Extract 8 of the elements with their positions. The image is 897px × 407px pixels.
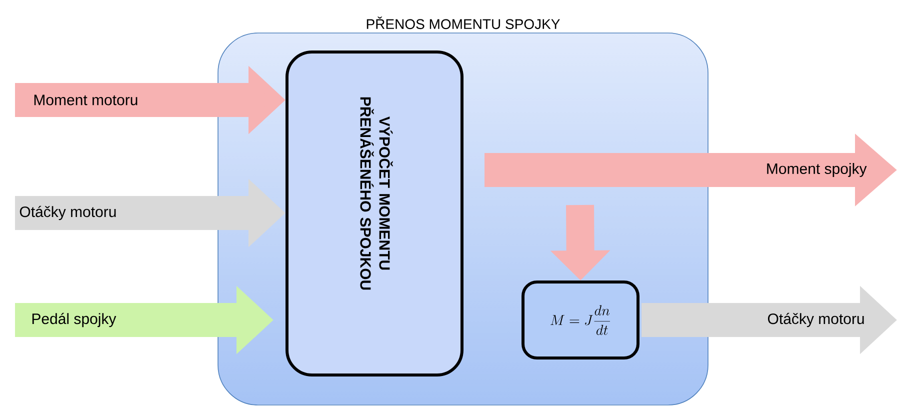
node-label: PŘENOS MOMENTU SPOJKY [366,16,560,30]
edge-label: Moment motoru [32,94,140,106]
process-box: VÝPOČET MOMENTU PŘENÁŠENÉHO SPOJKOU [286,50,464,376]
edge-label: Pedál spojky [30,312,118,328]
edge-label: Otáčky motoru [18,204,118,222]
edge-label: Moment spojky [764,162,868,178]
edge-label: Otáčky motoru [766,312,866,328]
formula-box: $M = J\frac{dn}{dt}$ [522,280,640,360]
